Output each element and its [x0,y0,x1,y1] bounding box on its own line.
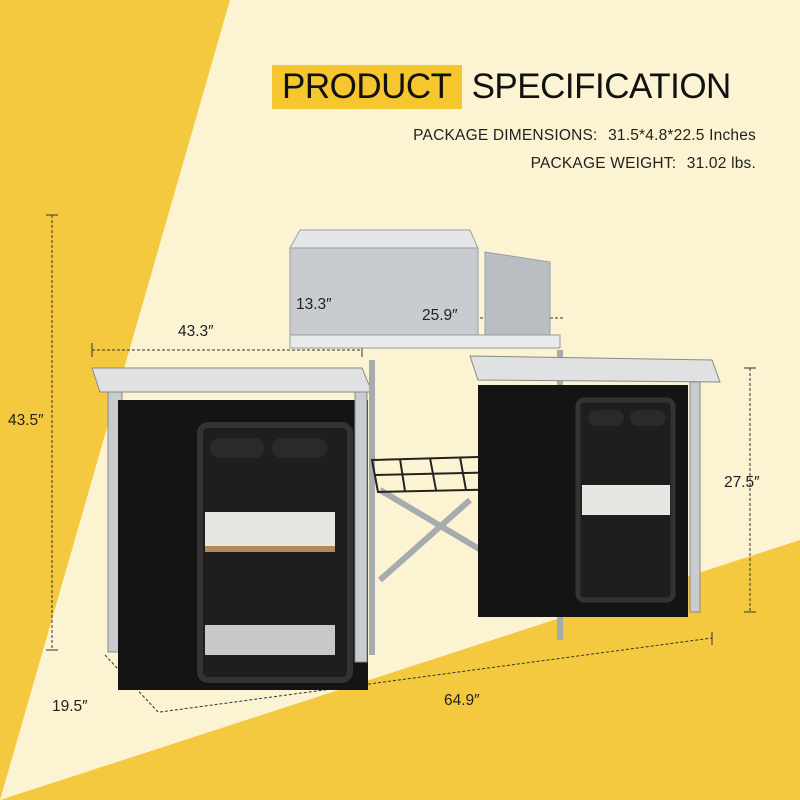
dim-windscreen-side: 13.3″ [296,296,332,313]
title-rest: SPECIFICATION [471,67,732,106]
spec-label: PACKAGE WEIGHT: [530,155,677,172]
left-table [91,367,373,690]
dim-windscreen-width: 25.9″ [422,307,458,324]
dim-depth: 19.5″ [52,698,88,715]
dim-total-width: 64.9″ [444,692,480,709]
windscreen [289,229,561,349]
dim-total-height: 43.5″ [8,412,44,429]
spec-value: 31.02 lbs. [686,155,756,172]
dim-right-table-height: 27.5″ [724,474,760,491]
right-table [469,355,721,617]
spec-package-dimensions: PACKAGE DIMENSIONS: 31.5*4.8*22.5 Inches [413,127,756,145]
title-highlight: PRODUCT [272,65,462,109]
page-title: PRODUCT SPECIFICATION [272,64,731,110]
spec-value: 31.5*4.8*22.5 Inches [608,127,756,144]
spec-label: PACKAGE DIMENSIONS: [413,127,598,144]
dim-left-table-width: 43.3″ [178,323,214,340]
spec-package-weight: PACKAGE WEIGHT: 31.02 lbs. [531,155,756,173]
